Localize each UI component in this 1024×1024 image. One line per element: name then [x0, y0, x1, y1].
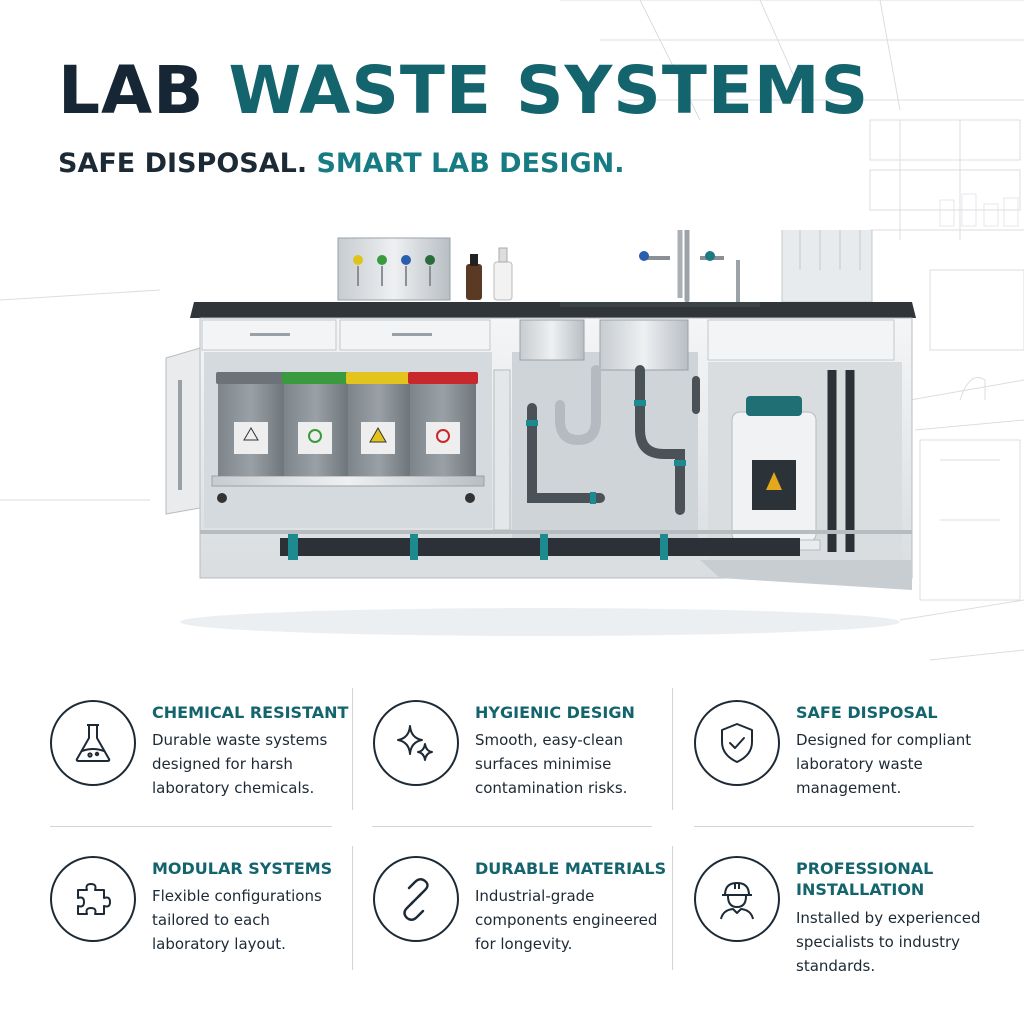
- drying-rack: [781, 230, 873, 303]
- title-part-teal: WASTE SYSTEMS: [228, 52, 870, 129]
- flask-icon: [50, 700, 136, 786]
- feature-title-line: INSTALLATION: [796, 880, 925, 899]
- feature-desc-line: Designed for compliant: [796, 731, 972, 749]
- worker-hardhat-icon: [694, 856, 780, 942]
- column-divider: [672, 688, 673, 810]
- feature-desc-line: Installed by experienced: [796, 909, 981, 927]
- feature-title: HYGIENIC DESIGN: [475, 703, 635, 722]
- worktop: [190, 302, 916, 318]
- reagent-bottle-white: [493, 261, 513, 301]
- feature-desc-line: Flexible configurations: [152, 887, 322, 905]
- feature-title: PROFESSIONAL INSTALLATION: [796, 858, 1016, 900]
- column-divider: [352, 846, 353, 970]
- puzzle-icon: [50, 856, 136, 942]
- feature-desc: Designed for compliant laboratory waste …: [796, 728, 996, 800]
- feature-desc: Installed by experienced specialists to …: [796, 906, 996, 978]
- waste-bin-biohazard: [408, 372, 478, 476]
- title-part-dark: LAB: [58, 52, 205, 129]
- feature-desc-line: designed for harsh: [152, 755, 293, 773]
- shield-check-icon: [694, 700, 780, 786]
- waste-bin-recycling: [282, 372, 350, 476]
- waste-bin-general: [216, 372, 286, 476]
- column-divider: [672, 846, 673, 970]
- feature-title: DURABLE MATERIALS: [475, 859, 667, 878]
- page-title: LAB WASTE SYSTEMS: [58, 58, 869, 124]
- feature-desc-line: tailored to each: [152, 911, 270, 929]
- row-divider: [50, 826, 332, 827]
- feature-desc-line: standards.: [796, 957, 876, 975]
- reagent-bottle-brown: [466, 264, 482, 300]
- waste-bin-hazardous: [346, 372, 412, 476]
- subtitle-part-teal: SMART LAB DESIGN.: [316, 148, 625, 179]
- feature-desc-line: Durable waste systems: [152, 731, 328, 749]
- feature-title-line: PROFESSIONAL: [796, 859, 934, 878]
- features-section: CHEMICAL RESISTANT Durable waste systems…: [0, 680, 1024, 1024]
- floor-shadow: [180, 608, 900, 636]
- background-lab-sketch: [0, 0, 1024, 661]
- chemical-waste-carboy: [727, 396, 821, 551]
- link-icon: [373, 856, 459, 942]
- column-divider: [352, 688, 353, 810]
- feature-desc: Industrial-grade components engineered f…: [475, 884, 675, 956]
- feature-desc-line: Smooth, easy-clean: [475, 731, 624, 749]
- feature-desc-line: components engineered: [475, 911, 658, 929]
- subtitle-part-dark: SAFE DISPOSAL.: [58, 148, 308, 179]
- gas-tap-panel: [337, 237, 451, 301]
- row-divider: [372, 826, 652, 827]
- feature-desc-line: laboratory layout.: [152, 935, 286, 953]
- feature-desc-line: Industrial-grade: [475, 887, 595, 905]
- feature-title: MODULAR SYSTEMS: [152, 859, 333, 878]
- sparkles-icon: [373, 700, 459, 786]
- feature-desc: Smooth, easy-clean surfaces minimise con…: [475, 728, 675, 800]
- drain-pipes: [527, 365, 700, 515]
- feature-desc-line: laboratory waste: [796, 755, 923, 773]
- feature-desc-line: contamination risks.: [475, 779, 628, 797]
- feature-desc-line: laboratory chemicals.: [152, 779, 315, 797]
- feature-desc-line: for longevity.: [475, 935, 573, 953]
- feature-desc: Durable waste systems designed for harsh…: [152, 728, 352, 800]
- sink-bowl: [599, 319, 689, 371]
- feature-desc-line: surfaces minimise: [475, 755, 612, 773]
- cabinet-door-left: [165, 347, 201, 515]
- drawer-right: [707, 319, 895, 361]
- row-divider: [694, 826, 974, 827]
- feature-desc-line: specialists to industry: [796, 933, 961, 951]
- feature-title: SAFE DISPOSAL: [796, 703, 938, 722]
- page-subtitle: SAFE DISPOSAL. SMART LAB DESIGN.: [58, 150, 625, 177]
- lab-bench-illustration: [165, 230, 916, 636]
- feature-desc-line: management.: [796, 779, 902, 797]
- feature-title: CHEMICAL RESISTANT: [152, 703, 349, 722]
- feature-desc: Flexible configurations tailored to each…: [152, 884, 352, 956]
